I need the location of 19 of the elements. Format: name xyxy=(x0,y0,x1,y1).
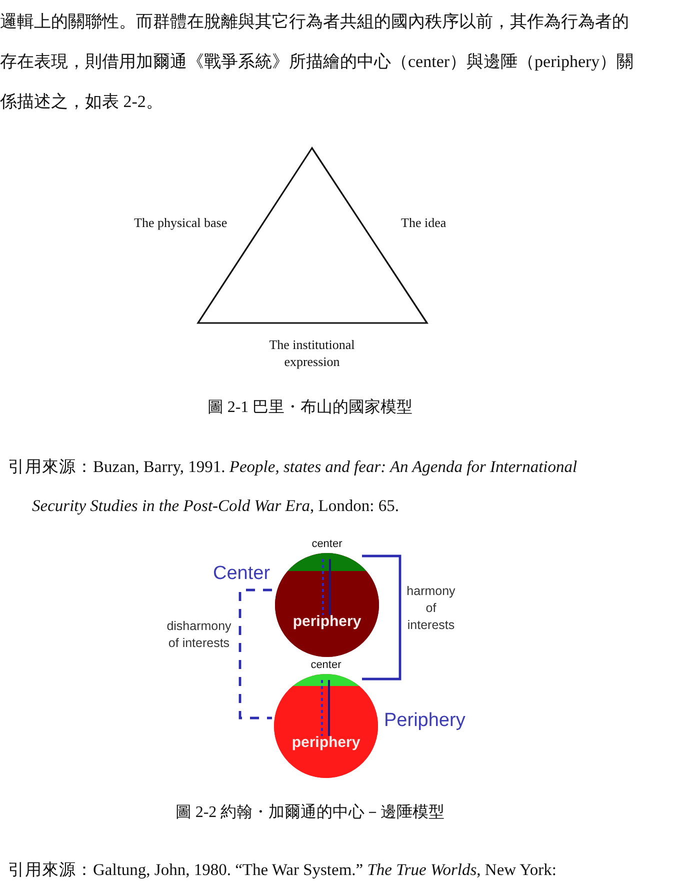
center-segment xyxy=(292,658,360,686)
circle-label: Periphery xyxy=(384,710,466,732)
figure-caption: 圖 2-1 巴里・布山的國家模型 xyxy=(206,398,414,418)
citation-text: 引用來源：Buzan, Barry, 1991. People, states and fear: An Agenda for International Security Studies in the Post-Cold War Era, London: 65. xyxy=(8,456,578,517)
center-segment xyxy=(288,537,366,571)
circle-label: Center xyxy=(213,563,270,585)
segment-label: periphery xyxy=(290,734,362,751)
citation-text: 引用來源：Galtung, John, 1980. “The War System.” The True Worlds, New York: xyxy=(8,859,558,881)
side-label: The idea xyxy=(401,214,446,231)
side-label: The institutional expression xyxy=(268,336,356,370)
periphery-segment xyxy=(275,571,379,657)
side-label: The physical base xyxy=(134,214,228,231)
bracket-line xyxy=(362,554,402,680)
dashed-bracket-line xyxy=(238,588,272,720)
segment-label: center xyxy=(310,537,344,551)
figure-caption: 圖 2-2 約翰・加爾通的中心－邊陲模型 xyxy=(174,802,446,823)
body-paragraph: 邏輯上的關聯性。而群體在脫離與其它行為者共組的國內秩序以前，其作為行為者的存在表現，則借用加爾通《戰爭系統》所描繪的中心（center）與邊陲（periphery）關係描述之，如表 2-2。 xyxy=(0,11,635,113)
segment-label: periphery xyxy=(292,613,362,630)
segment-label: center xyxy=(310,658,342,672)
